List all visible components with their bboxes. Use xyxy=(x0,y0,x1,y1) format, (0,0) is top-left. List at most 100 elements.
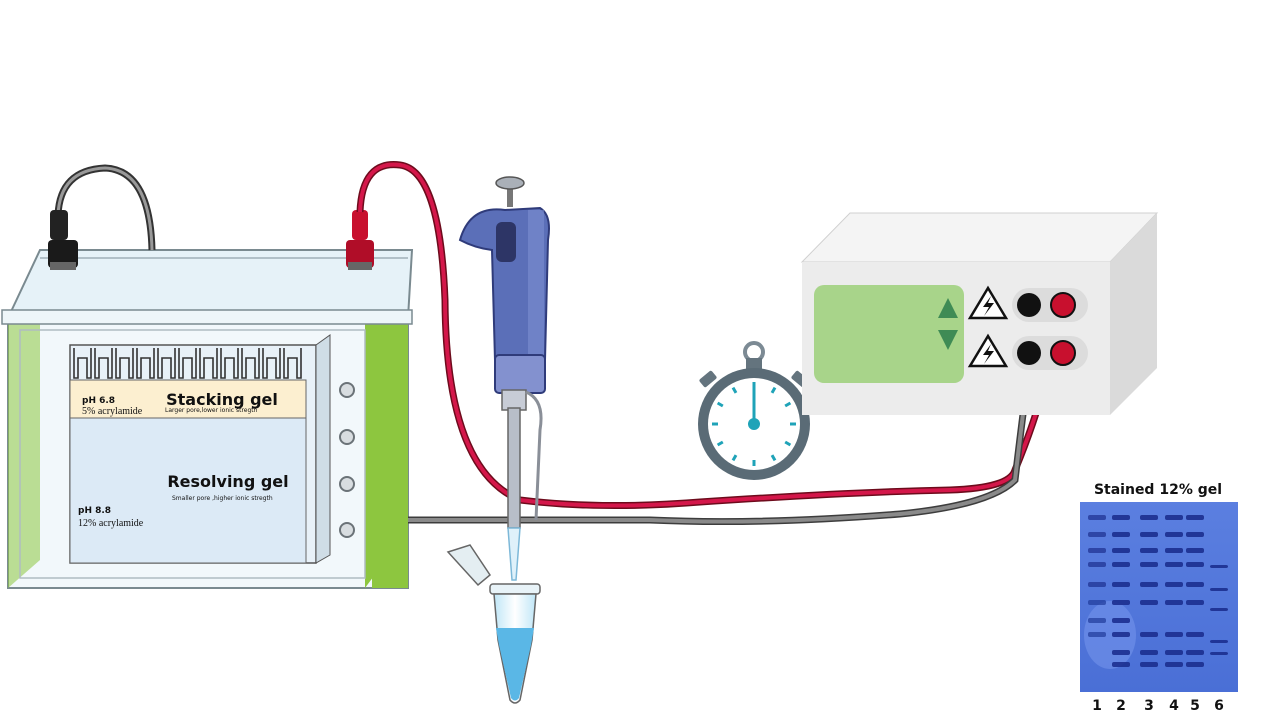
gel-band xyxy=(1140,562,1158,567)
gel-band xyxy=(1165,650,1183,655)
stacking-gel-region xyxy=(69,379,307,419)
stopwatch-tick xyxy=(731,454,738,462)
gel-band xyxy=(1112,618,1130,623)
gel-band xyxy=(1112,600,1130,605)
resolving-gel-region xyxy=(69,417,307,564)
pipette-shaft xyxy=(507,407,521,529)
stopwatch-tick xyxy=(770,386,777,394)
stopwatch-tick xyxy=(770,454,777,462)
gel-band xyxy=(1210,652,1228,655)
gel-band xyxy=(1112,515,1130,520)
gel-band xyxy=(1112,662,1130,667)
stopwatch-tick xyxy=(716,440,724,447)
gel-band xyxy=(1140,600,1158,605)
resolving-gel-title: Resolving gel xyxy=(167,472,288,491)
stacking-gel-note: Larger pore,lower ionic stregth xyxy=(165,407,258,414)
red-terminal-top xyxy=(1050,292,1076,318)
comb-tooth xyxy=(94,348,113,379)
gel-band xyxy=(1088,582,1106,587)
gel-photo-title: Stained 12% gel xyxy=(1094,482,1222,498)
gel-band xyxy=(1165,562,1183,567)
tube-liquid xyxy=(496,628,534,701)
gel-band xyxy=(1165,532,1183,537)
gel-band xyxy=(1186,662,1204,667)
tube-cap xyxy=(446,544,491,587)
gel-band xyxy=(1165,582,1183,587)
gel-band xyxy=(1140,515,1158,520)
arrow-up-down-icon xyxy=(938,298,958,350)
gel-band xyxy=(1186,582,1204,587)
pipette-display xyxy=(496,222,516,262)
gel-band xyxy=(1186,562,1204,567)
stopwatch-tick xyxy=(716,401,724,408)
gel-band xyxy=(1140,662,1158,667)
stopwatch-tick xyxy=(731,386,738,394)
comb-tooth xyxy=(73,348,92,379)
lane-label: 1 xyxy=(1092,698,1102,714)
microcentrifuge-tube xyxy=(446,544,541,704)
gel-band xyxy=(1165,632,1183,637)
warning-high-voltage-icon xyxy=(967,333,1009,368)
comb-tooth xyxy=(283,348,302,379)
comb-tooth xyxy=(241,348,260,379)
lane-label: 4 xyxy=(1169,698,1179,714)
comb-tooth xyxy=(178,348,197,379)
gel-band xyxy=(1112,582,1130,587)
lane-label: 2 xyxy=(1116,698,1126,714)
stacking-gel-title: Stacking gel xyxy=(166,390,278,409)
tank-inner-frame xyxy=(19,329,366,579)
electrophoresis-tank: Stacking gel pH 6.8 5% acrylamide Larger… xyxy=(1,164,414,589)
comb-tooth xyxy=(220,348,239,379)
gel-band xyxy=(1165,662,1183,667)
warning-high-voltage-icon xyxy=(967,285,1009,320)
gel-band xyxy=(1088,515,1106,520)
comb-tooth xyxy=(199,348,218,379)
gel-band xyxy=(1140,548,1158,553)
power-wires xyxy=(356,161,1054,526)
black-terminal-top xyxy=(1017,293,1041,317)
micropipette xyxy=(458,176,550,581)
red-electrode-connector xyxy=(346,210,374,270)
comb-tooth xyxy=(115,348,134,379)
gel-band xyxy=(1112,562,1130,567)
gel-band xyxy=(1210,565,1228,568)
plunger-button xyxy=(495,176,525,190)
gel-band xyxy=(1088,562,1106,567)
gel-band xyxy=(1186,548,1204,553)
lane-label: 6 xyxy=(1214,698,1224,714)
lane-label: 5 xyxy=(1190,698,1200,714)
stopwatch-icon xyxy=(698,341,810,480)
red-terminal-bottom xyxy=(1050,340,1076,366)
black-terminal-bottom xyxy=(1017,341,1041,365)
gel-band xyxy=(1112,650,1130,655)
comb-tooth xyxy=(262,348,281,379)
black-electrode-connector xyxy=(48,164,156,270)
stacking-gel-acrylamide: 5% acrylamide xyxy=(82,406,143,417)
pipette-body xyxy=(458,206,550,361)
gel-band xyxy=(1165,515,1183,520)
gel-band xyxy=(1088,632,1106,637)
tank-screws xyxy=(339,382,355,538)
gel-band xyxy=(1140,532,1158,537)
gel-band xyxy=(1165,600,1183,605)
gel-band xyxy=(1112,632,1130,637)
red-wire xyxy=(358,162,1052,508)
gel-cassette: Stacking gel pH 6.8 5% acrylamide Larger… xyxy=(69,334,331,564)
tank-lid-rim xyxy=(1,309,413,325)
gel-band xyxy=(1210,640,1228,643)
gel-band xyxy=(1112,532,1130,537)
resolving-gel-acrylamide: 12% acrylamide xyxy=(78,518,144,529)
gel-band xyxy=(1186,515,1204,520)
comb-tooth xyxy=(157,348,176,379)
comb-tooth xyxy=(136,348,155,379)
gel-band xyxy=(1165,548,1183,553)
gel-band xyxy=(1088,600,1106,605)
gel-band xyxy=(1186,650,1204,655)
comb-teeth xyxy=(73,348,302,379)
pipette-tip xyxy=(507,527,521,581)
gel-bands xyxy=(1088,515,1228,667)
gel-band xyxy=(1210,588,1228,591)
gel-band xyxy=(1088,548,1106,553)
